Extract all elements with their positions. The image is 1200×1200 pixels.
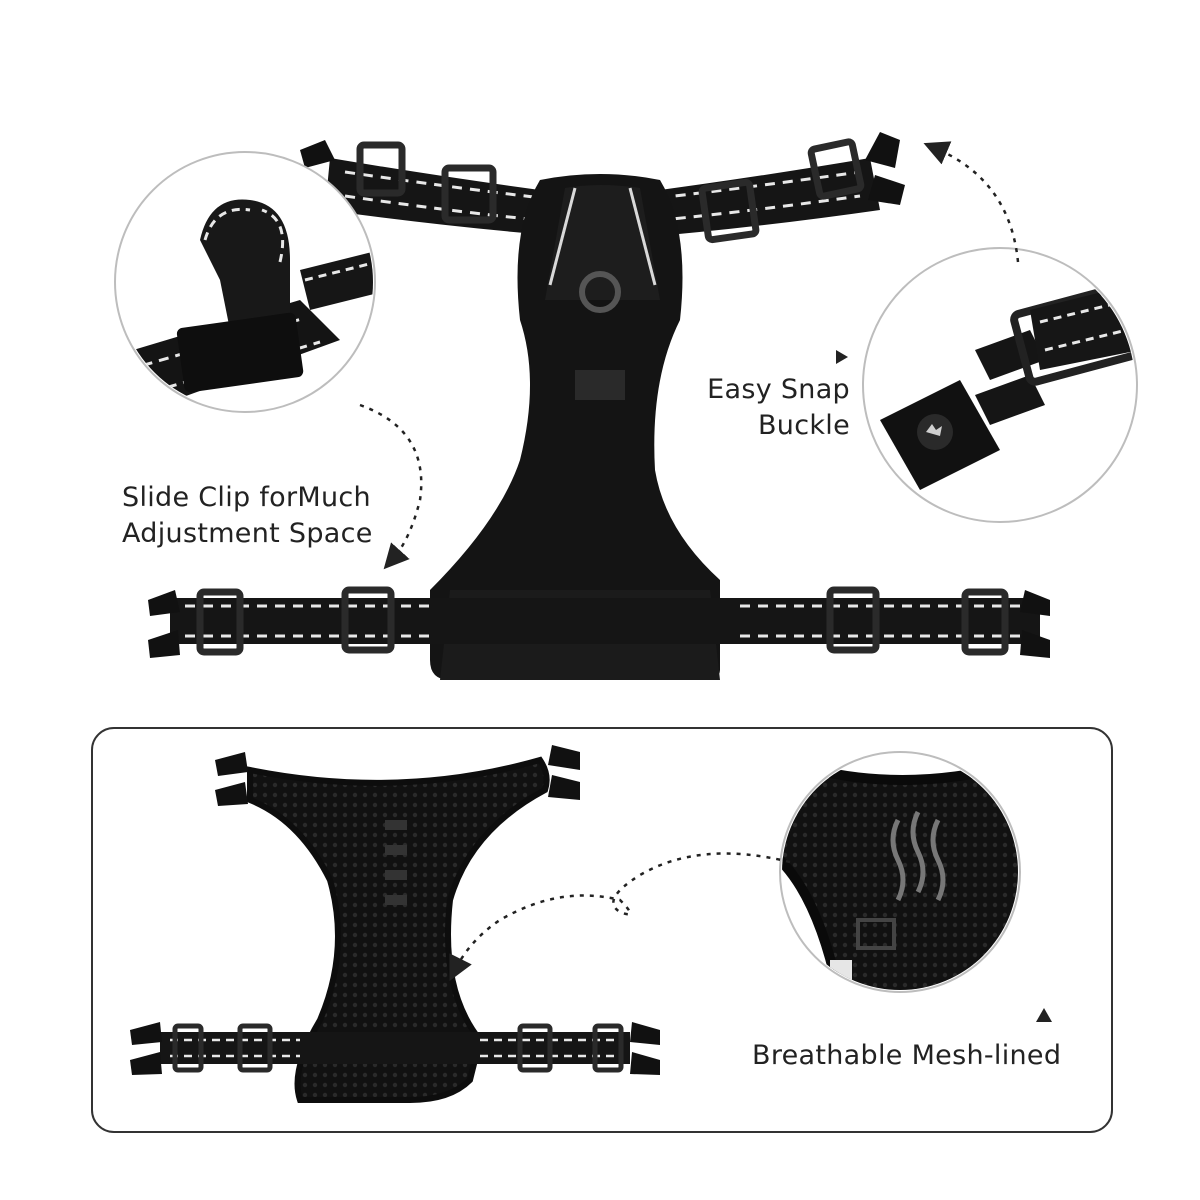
mesh-arrow: [449, 852, 791, 982]
snap-buckle-caption: Easy Snap Buckle: [690, 372, 850, 444]
dog-logo-icon: [926, 424, 942, 436]
bottom-harness: [130, 745, 660, 1103]
slide-clip-caption: Slide Clip forMuch Adjustment Space: [122, 480, 402, 552]
snap-buckle-detail-circle: [862, 247, 1138, 523]
pointer-triangle-icon: [836, 350, 848, 364]
slide-clip-caption-line2: Adjustment Space: [122, 518, 373, 549]
snap-buckle-arrow: [923, 141, 1020, 263]
chest-plate: [430, 174, 720, 680]
buckle-top-left: [300, 140, 335, 168]
mesh-caption-text: Breathable Mesh-lined: [752, 1040, 1062, 1071]
slide-clip-caption-line1: Slide Clip forMuch: [122, 482, 371, 513]
d-ring: [579, 271, 621, 313]
mesh-caption: Breathable Mesh-lined: [752, 1038, 1082, 1074]
top-harness: [148, 132, 1050, 680]
snap-buckle-caption-line1: Easy Snap: [707, 374, 850, 405]
snap-buckle-caption-line2: Buckle: [757, 410, 850, 441]
buckle-top-right: [865, 132, 900, 168]
breathable-airflow-icon: [890, 810, 946, 902]
pointer-triangle-icon: [1036, 1008, 1052, 1022]
